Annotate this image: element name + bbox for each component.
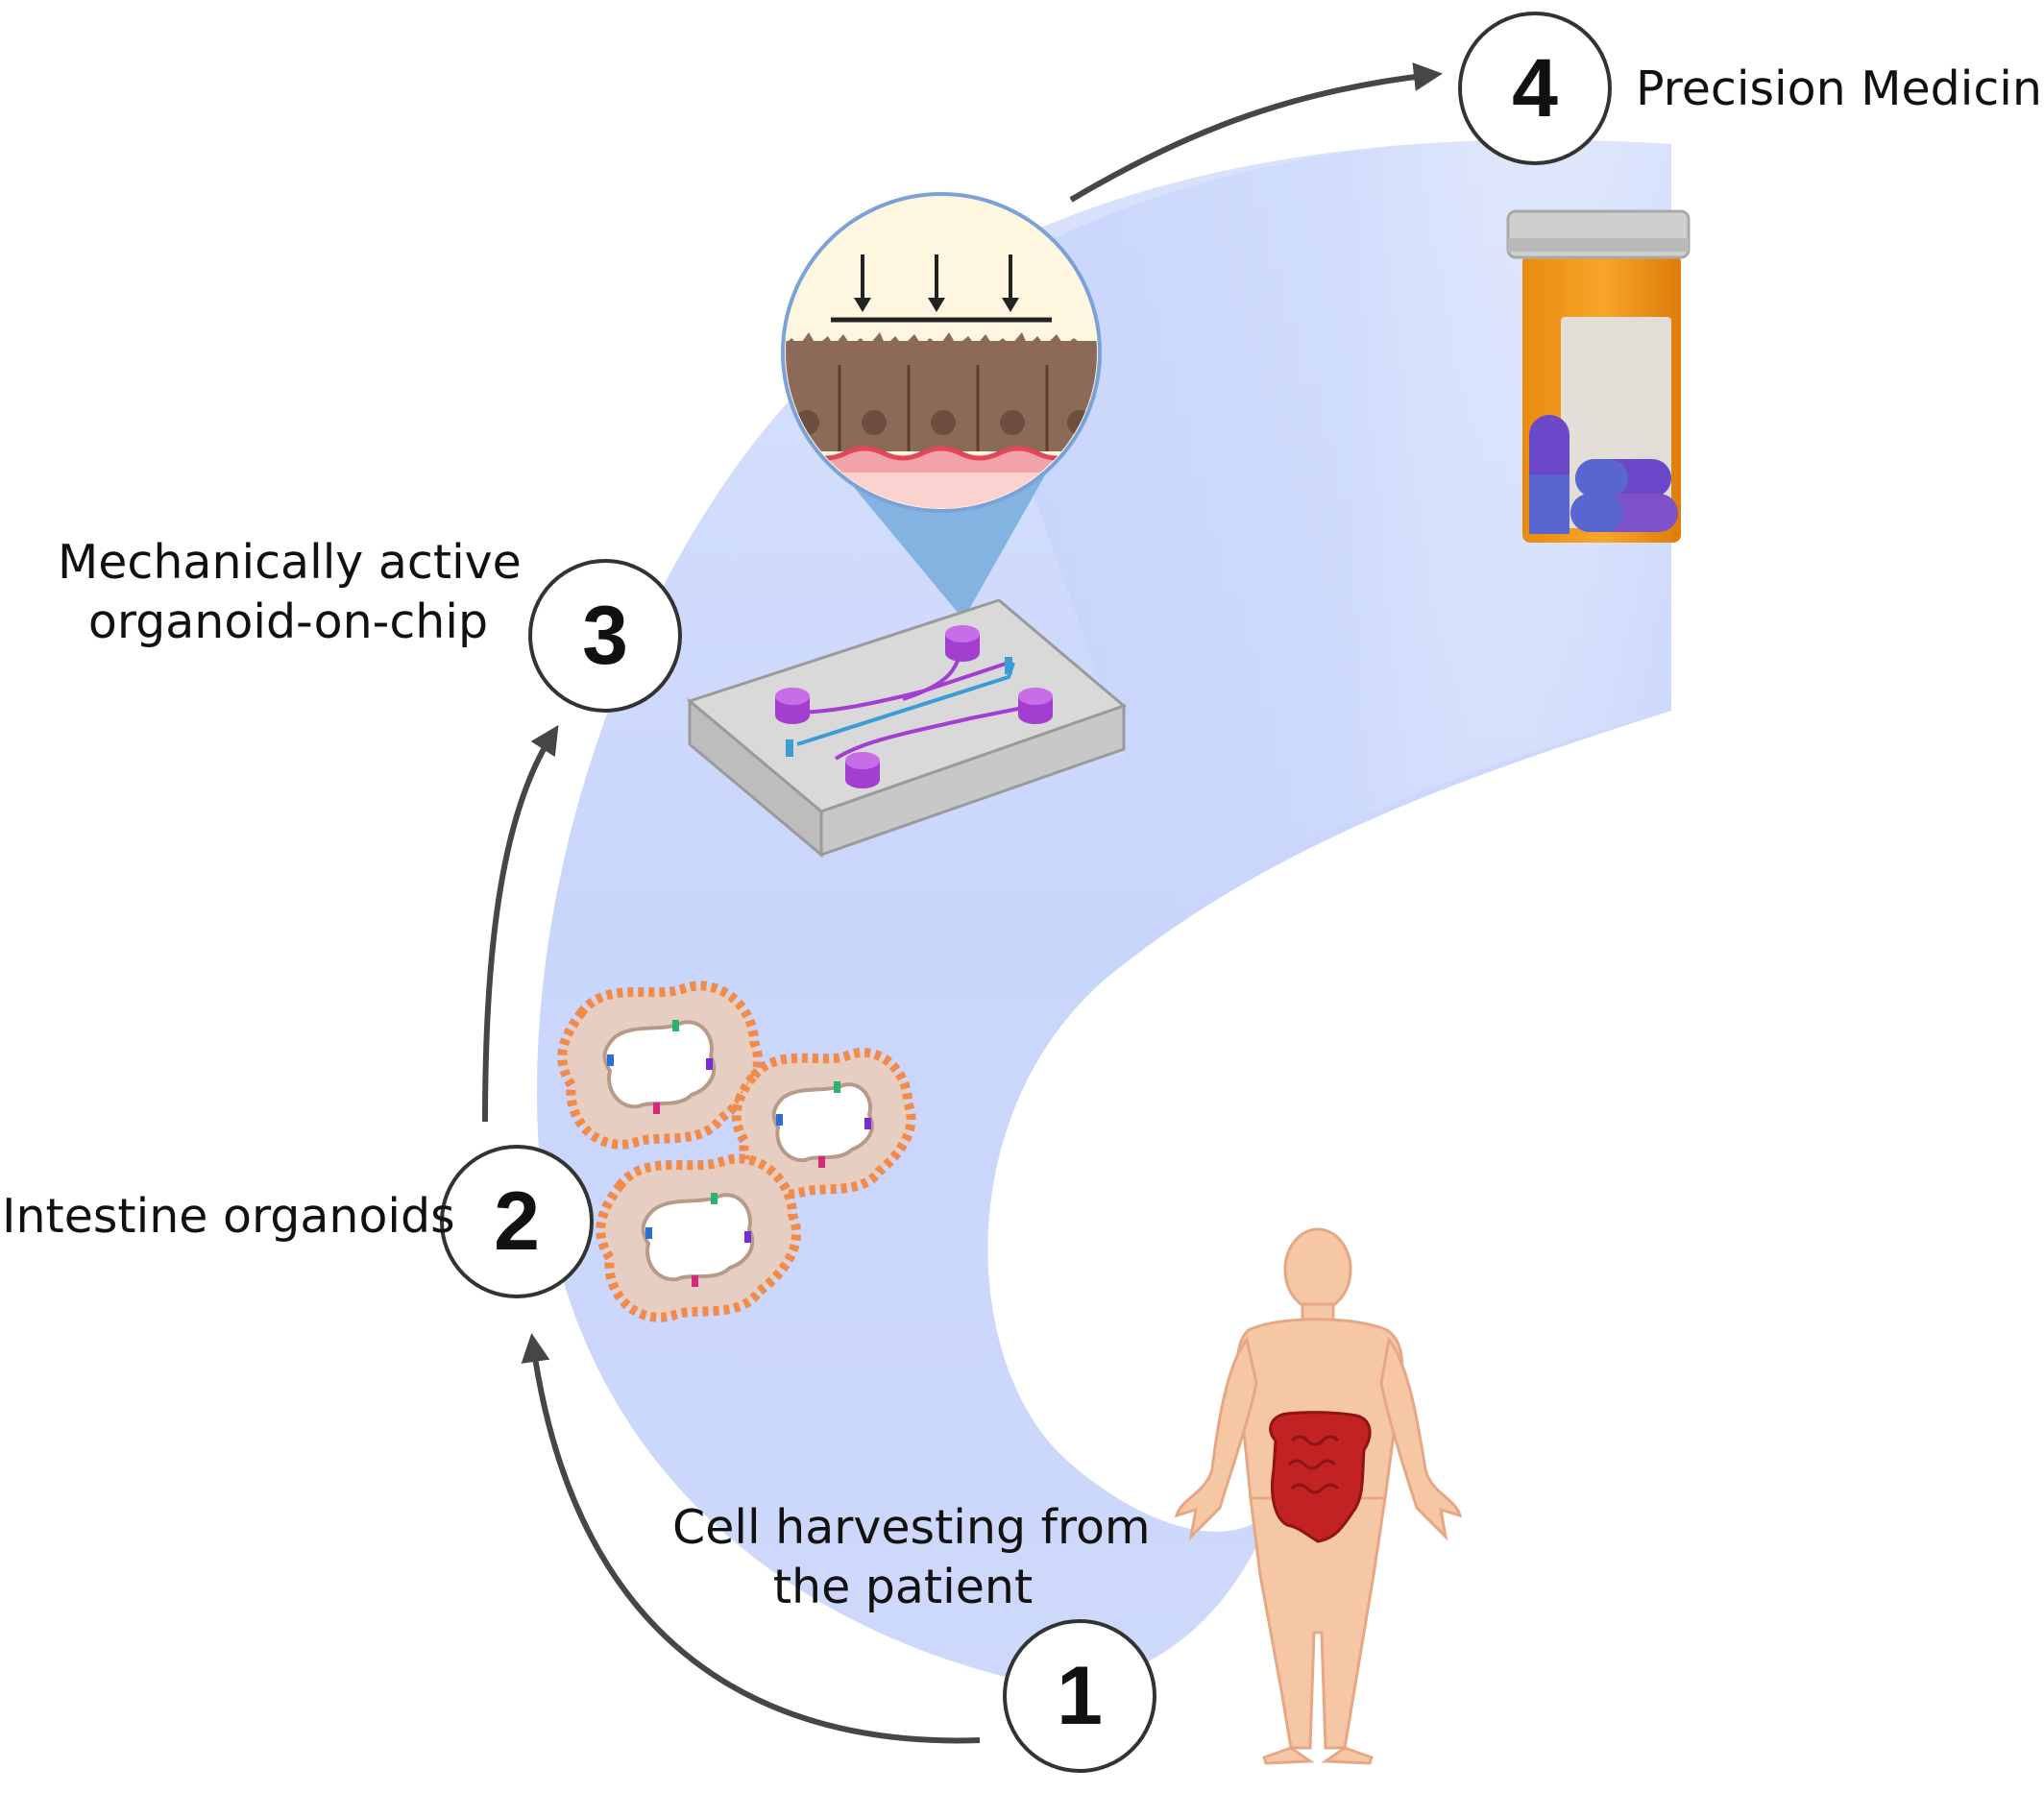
step-3-circle: 3 <box>528 559 682 713</box>
step-1-label-line-1: Cell harvesting from <box>672 1500 1151 1555</box>
organoid-icon <box>557 981 916 1322</box>
step-3-label: Mechanically active organoid-on-chip <box>58 533 522 652</box>
arrow-3-to-4 <box>1069 62 1443 203</box>
step-3-number: 3 <box>582 589 628 682</box>
step-1-number: 1 <box>1057 1649 1103 1742</box>
step-4-label-line-1: Precision Medicine <box>1636 61 2044 116</box>
step-3-label-line-1: Mechanically active <box>58 535 522 590</box>
step-1-label-line-2: the patient <box>772 1560 1034 1614</box>
intestine-icon <box>1269 1411 1372 1543</box>
step-2-label: Intestine organoids <box>2 1187 455 1247</box>
tissue-zoom-icon <box>781 192 1102 513</box>
pill-bottle-icon <box>1506 209 1691 543</box>
step-3-label-line-2: organoid-on-chip <box>87 594 489 649</box>
step-1-label: Cell harvesting from the patient <box>672 1498 1151 1617</box>
step-4-number: 4 <box>1512 41 1558 134</box>
arrow-2-to-3 <box>482 724 559 1123</box>
step-4-circle: 4 <box>1458 12 1612 165</box>
step-2-number: 2 <box>494 1175 540 1268</box>
flow-band-fade <box>961 139 1671 912</box>
organoid-chip-icon <box>686 598 1127 859</box>
step-2-label-line-1: Intestine organoids <box>2 1189 455 1244</box>
arrow-1-to-2 <box>521 1333 981 1744</box>
step-1-circle: 1 <box>1003 1619 1156 1773</box>
step-2-circle: 2 <box>440 1145 594 1298</box>
step-4-label: Precision Medicine <box>1636 60 2044 119</box>
